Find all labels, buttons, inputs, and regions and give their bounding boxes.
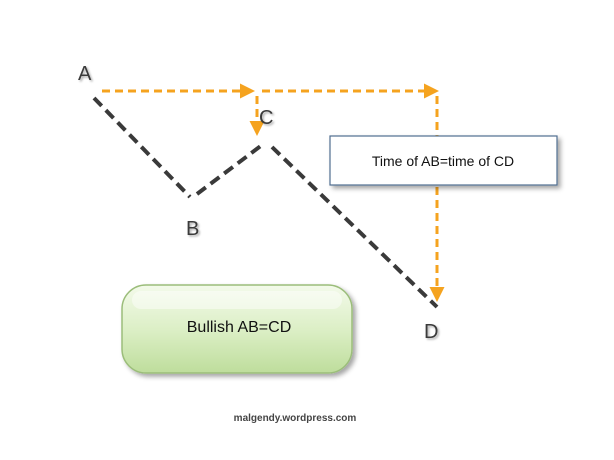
time-note-box: Time of AB=time of CD [329, 135, 558, 186]
leg-cd [270, 145, 439, 309]
time-note-text: Time of AB=time of CD [372, 153, 514, 169]
point-label-b: B [186, 218, 199, 240]
leg-bc [195, 143, 264, 196]
point-label-a: A [78, 63, 92, 85]
pattern-name-text: Bullish AB=CD [187, 319, 292, 336]
leg-ab [92, 96, 192, 199]
point-label-c: C [259, 107, 273, 129]
pattern-name-box: Bullish AB=CD [121, 284, 353, 374]
credit-text: malgendy.wordpress.com [234, 413, 357, 424]
point-label-d: D [424, 321, 438, 343]
